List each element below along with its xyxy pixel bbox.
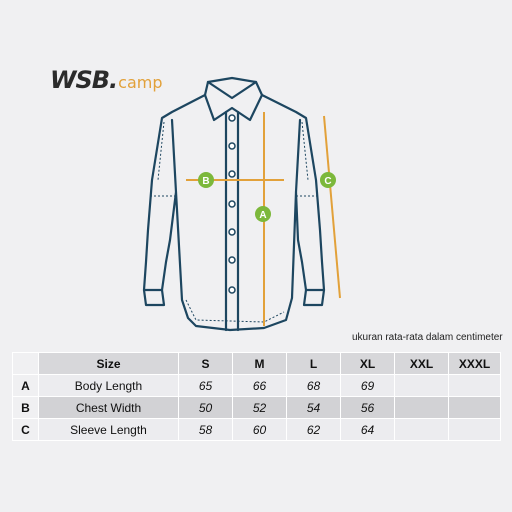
cell-value: [394, 374, 449, 397]
header-s: S: [178, 352, 233, 375]
cell-value: [394, 418, 449, 441]
cell-value: [394, 396, 449, 419]
cell-value: 68: [286, 374, 341, 397]
cell-value: 56: [340, 396, 395, 419]
size-chart-table: Size S M L XL XXL XXXL A Body Length 65 …: [12, 352, 501, 441]
unit-note: ukuran rata-rata dalam centimeter: [352, 332, 503, 343]
row-letter: A: [12, 374, 39, 397]
header-blank: [12, 352, 39, 375]
shirt-stitching: [150, 121, 318, 323]
row-name: Sleeve Length: [38, 418, 179, 441]
header-xxxl: XXXL: [448, 352, 501, 375]
table-header-row: Size S M L XL XXL XXXL: [12, 352, 501, 375]
cell-value: 52: [232, 396, 287, 419]
table-row: B Chest Width 50 52 54 56: [12, 396, 501, 419]
cell-value: 64: [340, 418, 395, 441]
header-l: L: [286, 352, 341, 375]
cell-value: [448, 396, 501, 419]
cell-value: 60: [232, 418, 287, 441]
header-size: Size: [38, 352, 179, 375]
header-xxl: XXL: [394, 352, 449, 375]
cell-value: [448, 374, 501, 397]
shirt-buttons: [228, 114, 236, 294]
header-m: M: [232, 352, 287, 375]
cell-value: 66: [232, 374, 287, 397]
marker-c: C: [320, 172, 336, 188]
row-name: Body Length: [38, 374, 179, 397]
table-row: C Sleeve Length 58 60 62 64: [12, 418, 501, 441]
logo-sub-text: camp: [118, 73, 163, 92]
row-name: Chest Width: [38, 396, 179, 419]
cell-value: 58: [178, 418, 233, 441]
marker-a-label: A: [259, 210, 266, 221]
cell-value: 65: [178, 374, 233, 397]
measure-line-c: [323, 115, 341, 299]
cell-value: 54: [286, 396, 341, 419]
cell-value: 69: [340, 374, 395, 397]
cell-value: [448, 418, 501, 441]
table-row: A Body Length 65 66 68 69: [12, 374, 501, 397]
marker-b-label: B: [202, 176, 209, 187]
brand-logo: WSB. camp: [50, 66, 163, 94]
shirt-outline: [142, 76, 326, 332]
cell-value: 62: [286, 418, 341, 441]
cell-value: 50: [178, 396, 233, 419]
row-letter: B: [12, 396, 39, 419]
logo-main-text: WSB.: [50, 66, 118, 94]
header-xl: XL: [340, 352, 395, 375]
marker-a: A: [255, 206, 271, 222]
row-letter: C: [12, 418, 39, 441]
marker-b: B: [198, 172, 214, 188]
marker-c-label: C: [324, 176, 331, 187]
